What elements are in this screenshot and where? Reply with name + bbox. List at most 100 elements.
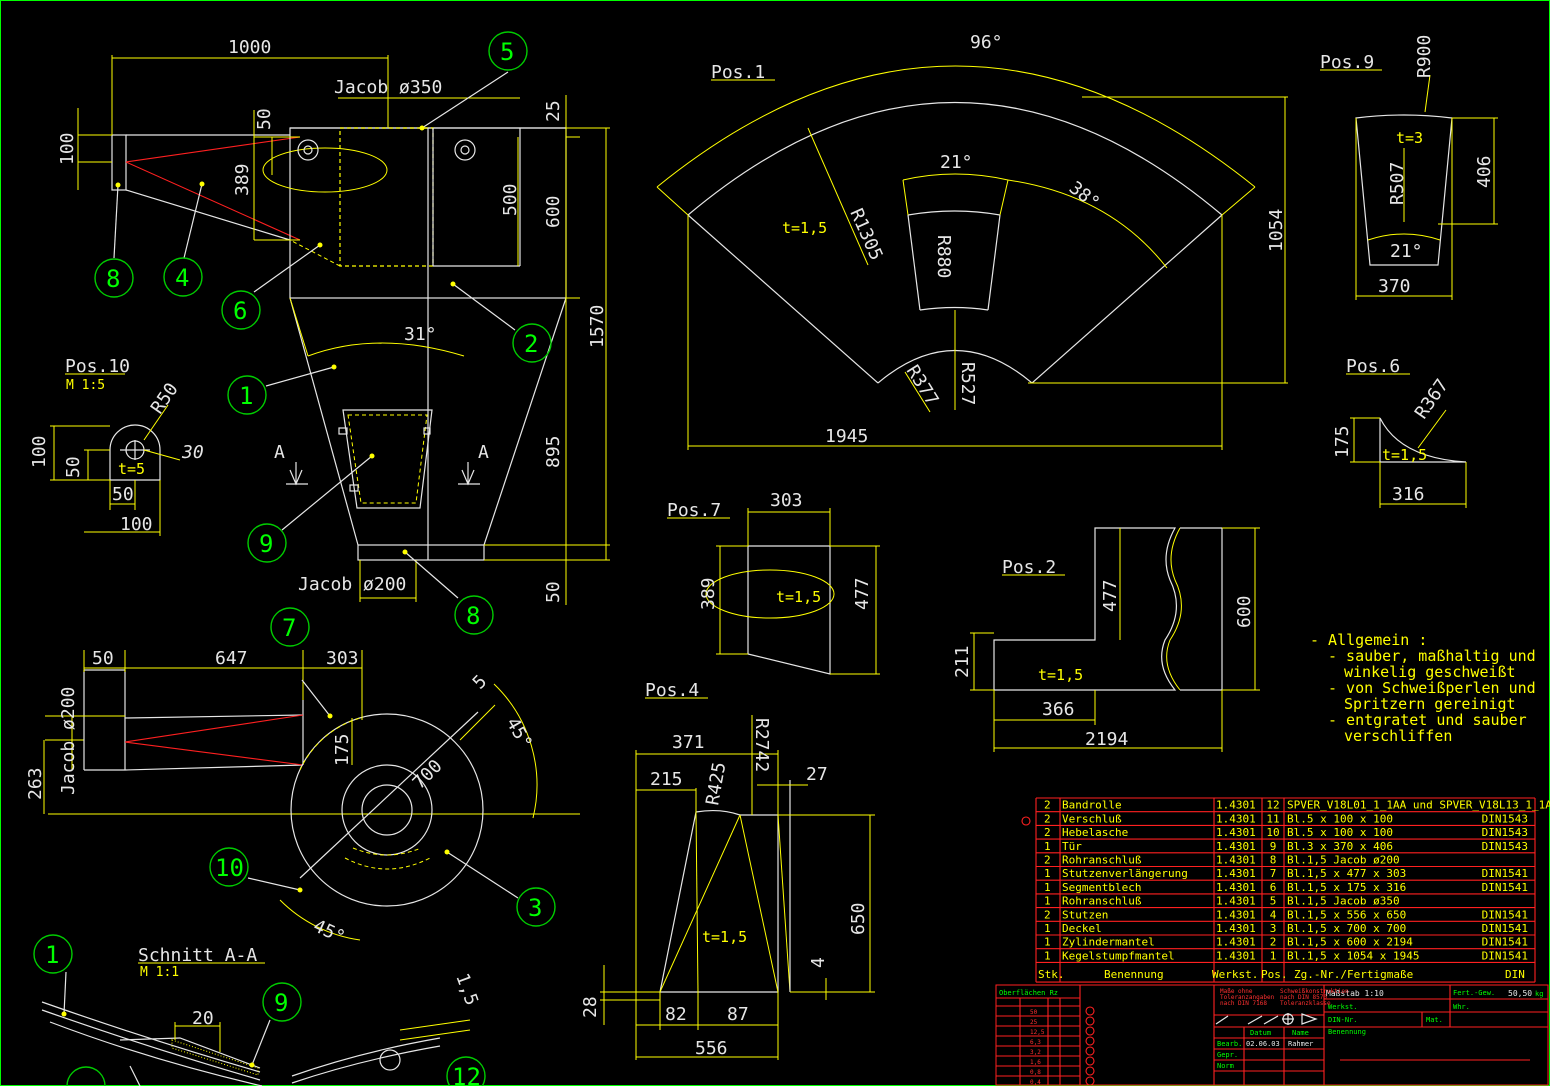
pos10-dim-30: 30 [181,442,204,463]
note-line-1: - Allgemein : [1310,631,1427,649]
balloon-8b: 8 [454,595,494,635]
pos2-label: Pos.2 [1002,557,1056,578]
pos4-r2742: R2742 [751,718,772,772]
pos4-dim-28: 28 [580,996,601,1018]
pos9-angle-21: 21° [1390,241,1423,262]
parts-row-material: 1.4301 [1216,936,1256,949]
pos2-cylinder-shell [970,527,1260,752]
pos7-extension [667,508,880,675]
pos1-dim-1945: 1945 [825,426,868,447]
svg-text:nach DIN 8570: nach DIN 8570 [1280,994,1327,1001]
parts-row-pos: 10 [1266,826,1279,839]
parts-row-qty: 2 [1044,854,1051,867]
svg-text:Schweißkonstruktion: Schweißkonstruktion [1280,988,1349,995]
rz-symbol-icon [1085,1056,1095,1066]
balloon-1: 1 [227,375,267,415]
tb-name-label: Name [1292,1029,1309,1037]
top-dim-647: 647 [215,648,248,669]
parts-row-pos: 5 [1270,895,1277,908]
parts-row-qty: 1 [1044,922,1051,935]
pos9-dim-370: 370 [1378,276,1411,297]
tb-surface-label: Oberflächen Rz [999,989,1058,997]
pos6-dim-316: 316 [1392,484,1425,505]
svg-text:nach DIN 7168: nach DIN 7168 [1220,1000,1267,1007]
tb-bearb: Bearb. [1217,1040,1242,1048]
parts-row-pos: 4 [1270,908,1277,921]
schnitt-dim-20: 20 [192,1008,214,1029]
pos4-r425: R425 [702,761,730,807]
tb-weight-value: 50,50 [1508,989,1532,998]
parts-row-qty: 1 [1044,949,1051,962]
pos6-r367: R367 [1411,375,1453,423]
parts-row-din: DIN1541 [1482,867,1528,880]
pos2-dim-211: 211 [952,645,973,678]
pos1-label: Pos.1 [711,62,765,83]
parts-row-qty: 1 [1044,895,1051,908]
section-a-a [41,962,471,1086]
parts-header-material: Werkst. [1212,968,1258,981]
parts-row-qty: 2 [1044,799,1051,812]
parts-row-name: Rohranschluß [1062,895,1142,908]
pos6-thickness: t=1,5 [1382,446,1427,464]
pos4-dim-650: 650 [848,902,869,935]
svg-text:8: 8 [466,602,480,630]
dim-895: 895 [543,435,564,468]
parts-row-dims: Bl.1,5 x 477 x 303 [1287,867,1406,880]
parts-row-material: 1.4301 [1216,799,1256,812]
rz-value: 6,3 [1030,1039,1041,1046]
pos4-dim-371: 371 [672,732,705,753]
pos1-r1305: R1305 [845,205,886,263]
parts-row-pos: 7 [1270,867,1277,880]
pos1-r377: R377 [902,362,943,410]
tb-mat: Mat. [1426,1016,1443,1024]
balloon-1b: 1 [33,934,73,974]
general-notes: - Allgemein : - sauber, maßhaltig und wi… [1310,631,1536,745]
svg-text:12: 12 [452,1063,481,1086]
parts-row-qty: 2 [1044,826,1051,839]
pos6-label: Pos.6 [1346,356,1400,377]
dim-600: 600 [543,195,564,228]
balloon-9: 9 [247,523,287,563]
pos6-dim-175: 175 [1332,425,1353,458]
pos1-flat-pattern [656,65,1288,450]
pos4-dim-556: 556 [695,1038,728,1059]
top-jacob-200: Jacob ø200 [58,687,79,795]
parts-row-dims: Bl.3 x 370 x 406 [1287,840,1393,853]
schnitt-dim-1-5: 1,5 [451,971,482,1009]
rz-symbol-icon [1085,1026,1095,1036]
balloon-5: 5 [488,31,528,71]
parts-row-din: DIN1543 [1482,840,1528,853]
section-a-right: A [478,442,489,463]
rz-value: 3,2 [1030,1049,1041,1056]
parts-row-material: 1.4301 [1216,854,1256,867]
rz-value: 50 [1030,1009,1038,1016]
parts-row-material: 1.4301 [1216,908,1256,921]
rz-symbol-icon [1085,1076,1095,1086]
tb-date: 02.06.03 [1246,1040,1280,1048]
pos10-dim-100v: 100 [29,435,50,468]
parts-row-dims: Bl.1,5 x 175 x 316 [1287,881,1406,894]
balloon-4: 4 [163,257,203,297]
tb-whr: Whr. [1453,1003,1470,1011]
top-dim-700: 700 [409,756,447,794]
parts-row-name: Segmentblech [1062,881,1141,894]
parts-header-pos: Pos. [1261,968,1288,981]
parts-row-pos: 1 [1270,949,1277,962]
jacob-200-label: Jacob ø200 [298,574,406,595]
top-dim-50: 50 [92,648,114,669]
parts-row-name: Verschluß [1062,812,1122,825]
svg-text:2: 2 [524,330,538,358]
pos9-thickness: t=3 [1396,129,1423,147]
svg-text:1: 1 [45,941,59,969]
pos4-dim-82: 82 [665,1004,687,1025]
dim-500: 500 [500,183,521,216]
parts-header-qty: Stk. [1038,968,1065,981]
pos10-dim-100h: 100 [120,514,153,535]
parts-row-dims: Bl.1,5 x 556 x 650 [1287,908,1406,921]
parts-row-din: DIN1543 [1482,826,1528,839]
parts-row-din: DIN1541 [1482,922,1528,935]
tb-gepr: Gepr. [1217,1051,1238,1059]
parts-row-dims: Bl.1,5 x 600 x 2194 [1287,936,1413,949]
parts-row-name: Kegelstumpfmantel [1062,949,1175,962]
